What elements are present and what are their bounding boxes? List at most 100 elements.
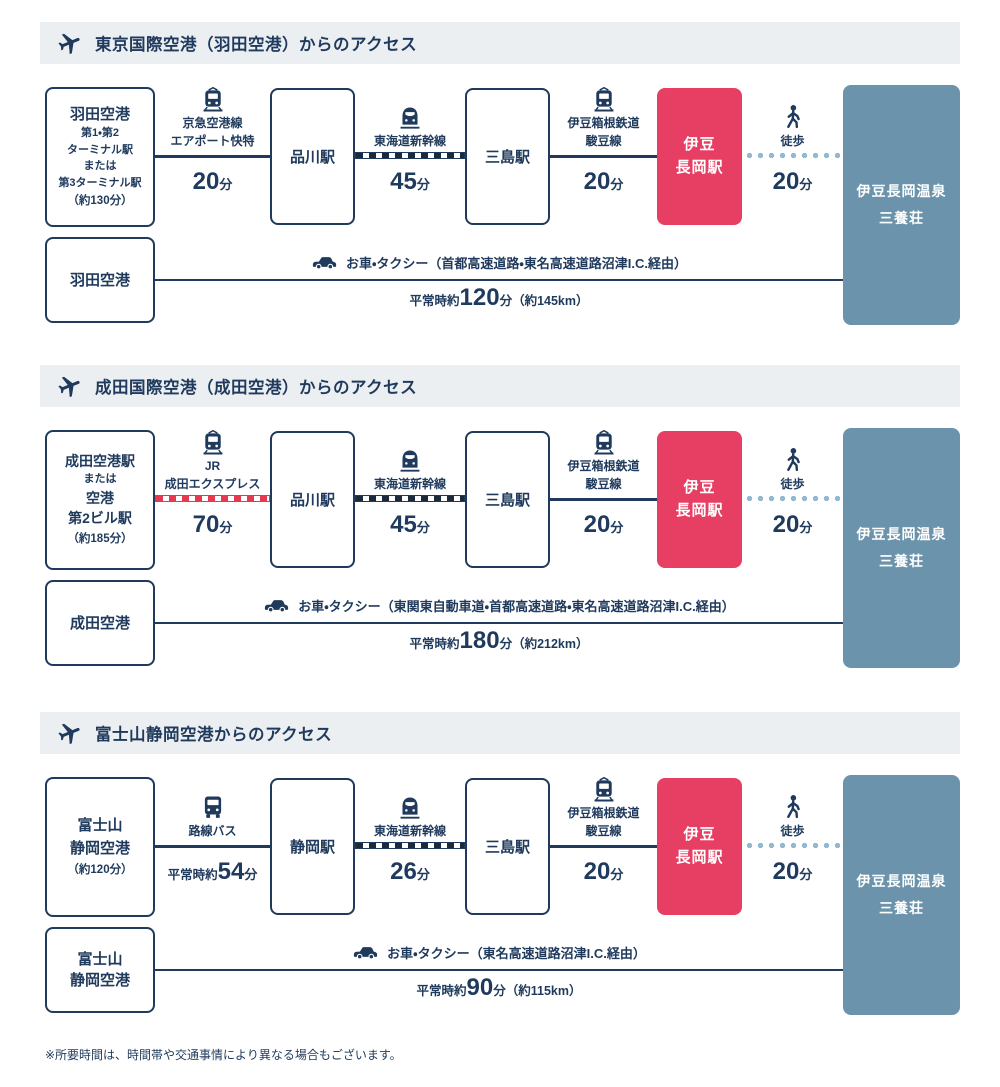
segment-duration: 45分 (323, 168, 497, 196)
segment-narita-express: JR 成田エクスプレス 70分 (155, 425, 270, 575)
segment-duration: 45分 (323, 511, 497, 539)
station-name: 長岡駅 (675, 848, 724, 866)
segment-label: 伊豆箱根鉄道 駿豆線 (522, 776, 685, 840)
station-box-izunagaoka: 伊豆 長岡駅 (657, 88, 742, 225)
origin-title: 羽田空港 (69, 105, 130, 123)
station-box-izunagaoka: 伊豆 長岡駅 (657, 778, 742, 915)
segment-duration: 20分 (710, 168, 875, 196)
car-duration: 平常時約120分（約145km） (155, 284, 843, 312)
train-icon (592, 86, 616, 113)
line-name: JR (204, 458, 221, 473)
segment-duration: 20分 (710, 511, 875, 539)
origin-station-box: 富士山 静岡空港 （約120分） (45, 777, 155, 917)
segment-duration: 20分 (123, 168, 302, 196)
station-box-shizuoka: 静岡駅 (270, 778, 355, 915)
destination-name: 三養荘 (879, 900, 924, 916)
duration-prefix: 平常時約 (409, 294, 460, 308)
car-origin-box: 羽田空港 (45, 237, 155, 323)
station-box-mishima: 三島駅 (465, 431, 550, 568)
duration-prefix: 平常時約 (167, 868, 218, 882)
segment-label: 徒歩 (714, 794, 871, 840)
rail-line (155, 155, 270, 158)
segment-local-bus: 路線バス 平常時約54分 (155, 772, 270, 922)
line-name: 伊豆箱根鉄道 (567, 805, 640, 820)
train-icon (201, 86, 225, 113)
walk-icon (783, 104, 803, 131)
line-name: 東海道新幹線 (373, 134, 446, 149)
line-name: 路線バス (188, 824, 237, 839)
segment-duration: 20分 (710, 858, 875, 886)
walk-dotted-line (742, 842, 843, 849)
origin-time-note: （約185分） (67, 532, 133, 545)
walk-icon (783, 794, 803, 821)
duration-unit: 分 (610, 177, 624, 192)
shinkansen-icon (398, 447, 422, 474)
duration-value: 45 (390, 511, 417, 538)
origin-station-box: 羽田空港 第1・第2 ターミナル駅 または 第3ターミナル駅 （約130分） (45, 87, 155, 227)
origin-title: 富士山 (77, 817, 123, 835)
car-origin-name: 成田空港 (69, 614, 130, 632)
station-name: 長岡駅 (675, 158, 724, 176)
line-name: 駿豆線 (585, 477, 622, 492)
section-title: 東京国際空港（羽田空港）からのアクセス (95, 36, 418, 54)
station-name: 静岡駅 (289, 839, 335, 856)
segment-duration: 20分 (518, 168, 689, 196)
destination-name: 伊豆長岡温泉 (856, 872, 947, 889)
destination-name: 三養荘 (879, 210, 924, 226)
origin-line: または (83, 473, 117, 486)
car-route-line (155, 622, 843, 624)
segment-walk: 徒歩 20分 (742, 772, 843, 922)
segment-keikyu-line: 京急空港線 エアポート快特 20分 (155, 82, 270, 232)
plane-icon (53, 370, 86, 403)
rail-line (155, 495, 270, 502)
car-origin-name: 静岡空港 (69, 972, 130, 989)
duration-unit: 分 (219, 520, 233, 535)
plane-icon (53, 717, 86, 750)
station-name: 品川駅 (289, 492, 335, 509)
station-name: 伊豆 (683, 136, 716, 153)
origin-line: 第1・第2 (81, 127, 119, 140)
car-route-line (155, 969, 843, 971)
segment-walk: 徒歩 20分 (742, 425, 843, 575)
origin-line: または (83, 160, 117, 173)
section-header: 成田国際空港（成田空港）からのアクセス (40, 365, 960, 407)
duration-value: 20 (772, 511, 800, 538)
segment-duration: 20分 (518, 858, 689, 886)
car-origin-box: 成田空港 (45, 580, 155, 666)
section-title: 富士山静岡空港からのアクセス (95, 726, 333, 744)
car-route-label: お車・タクシー（東名高速道路沼津I.C.経由） (155, 943, 843, 962)
segment-label: 路線バス (127, 794, 298, 840)
line-name: 東海道新幹線 (373, 477, 446, 492)
duration-unit: 分 (799, 177, 813, 192)
duration-value: 120 (459, 284, 500, 311)
destination-name: 伊豆長岡温泉 (856, 182, 947, 199)
section-haneda: 東京国際空港（羽田空港）からのアクセス 羽田空港 第1・第2 ターミナル駅 また… (40, 22, 960, 334)
line-name: 徒歩 (780, 477, 805, 492)
car-route-text: お車・タクシー（東名高速道路沼津I.C.経由） (387, 946, 646, 961)
segment-izuhakone-line: 伊豆箱根鉄道 駿豆線 20分 (550, 772, 657, 922)
segment-label: 伊豆箱根鉄道 駿豆線 (522, 429, 685, 493)
segment-label: 東海道新幹線 (327, 447, 493, 493)
car-route-text: お車・タクシー（首都高速道路・東名高速道路沼津I.C.経由） (345, 256, 688, 271)
section-title: 成田国際空港（成田空港）からのアクセス (95, 379, 418, 397)
station-name: 長岡駅 (675, 501, 724, 519)
duration-suffix: 分（約212km） (499, 637, 589, 651)
train-icon (592, 429, 616, 456)
duration-prefix: 平常時約 (409, 637, 460, 651)
car-origin-name: 富士山 (77, 951, 123, 968)
origin-line: 空港 (86, 489, 114, 506)
car-route-label: お車・タクシー（東関東自動車道・首都高速道路・東名高速道路沼津I.C.経由） (155, 596, 843, 615)
segment-duration: 平常時約54分 (123, 858, 302, 886)
rail-line (355, 842, 465, 849)
duration-unit: 分 (610, 520, 624, 535)
station-box-shinagawa: 品川駅 (270, 88, 355, 225)
walk-dotted-line (742, 152, 843, 159)
line-name: 駿豆線 (585, 824, 622, 839)
station-name: 伊豆 (683, 826, 716, 843)
duration-unit: 分 (244, 867, 258, 882)
rail-line (355, 152, 465, 159)
duration-value: 20 (583, 168, 611, 195)
rail-line (550, 845, 657, 848)
line-name: 東海道新幹線 (373, 824, 446, 839)
shinkansen-icon (398, 104, 422, 131)
